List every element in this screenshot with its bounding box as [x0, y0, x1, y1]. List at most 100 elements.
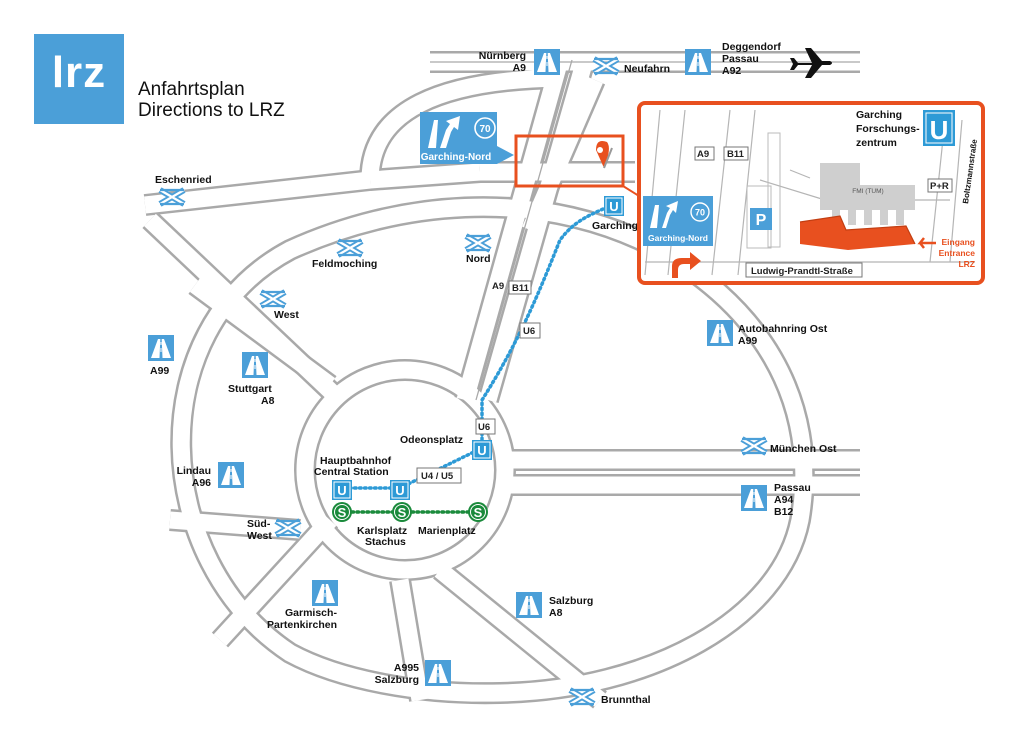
svg-text:Salzburg: Salzburg — [375, 674, 419, 686]
svg-text:München Ost: München Ost — [770, 443, 837, 455]
ubahn-u6-line — [340, 203, 614, 490]
motorway-salzburg-a8: Salzburg A8 — [516, 592, 593, 619]
motorway-lindau: Lindau A96 — [177, 462, 244, 489]
svg-text:West: West — [274, 309, 299, 321]
svg-text:A94: A94 — [774, 494, 793, 506]
inset-turn-arrow-icon — [672, 252, 701, 278]
interchange-sued-west: Süd- West — [247, 518, 300, 542]
lrz-logo-text: lrz — [51, 48, 107, 97]
svg-text:Karlsplatz: Karlsplatz — [357, 525, 407, 537]
motorway-passau: Passau A94 B12 — [741, 482, 811, 518]
svg-text:Hauptbahnhof: Hauptbahnhof — [320, 455, 392, 467]
station-karlsplatz-u: U — [390, 480, 410, 500]
svg-text:U4 / U5: U4 / U5 — [421, 471, 454, 482]
motorway-a995: A995 Salzburg — [375, 660, 451, 686]
svg-text:Garching: Garching — [856, 109, 902, 121]
svg-text:A8: A8 — [549, 607, 563, 619]
inset-entrance-label: Eingang Entrance LRZ — [939, 237, 976, 269]
svg-text:Autobahnring Ost: Autobahnring Ost — [738, 323, 828, 335]
interchange-neufahrn: Neufahrn — [594, 59, 670, 75]
svg-text:P: P — [756, 212, 767, 229]
road-network-fill — [144, 53, 860, 707]
svg-text:U: U — [395, 483, 404, 498]
svg-text:B12: B12 — [774, 506, 793, 518]
svg-text:A92: A92 — [722, 65, 741, 77]
svg-text:Odeonsplatz: Odeonsplatz — [400, 434, 463, 446]
svg-text:Passau: Passau — [722, 53, 759, 65]
title-english: Directions to LRZ — [138, 100, 285, 121]
interchange-west: West — [261, 292, 299, 321]
station-karlsplatz-s: S Karlsplatz Stachus — [357, 502, 412, 548]
svg-text:Neufahrn: Neufahrn — [624, 63, 670, 75]
location-pin-icon — [596, 141, 613, 169]
svg-text:A8: A8 — [261, 395, 275, 407]
location-highlight-box — [514, 134, 640, 197]
motorway-nuernberg: Nürnberg A9 — [479, 49, 560, 75]
svg-text:Eingang: Eingang — [941, 237, 975, 247]
svg-text:Nürnberg: Nürnberg — [479, 50, 526, 62]
exit-garching-nord: 70 Garching-Nord — [420, 112, 514, 164]
svg-text:zentrum: zentrum — [856, 137, 897, 149]
svg-text:Stuttgart: Stuttgart — [228, 383, 272, 395]
page-title: Anfahrtsplan Directions to LRZ — [138, 79, 285, 121]
svg-text:Eschenried: Eschenried — [155, 174, 212, 186]
title-german: Anfahrtsplan — [138, 79, 245, 100]
svg-text:B11: B11 — [512, 283, 530, 294]
motorway-autobahnring-ost: Autobahnring Ost A99 — [707, 320, 828, 347]
inset-exit-sign: 70 Garching-Nord — [643, 196, 713, 246]
svg-text:Central Station: Central Station — [314, 466, 389, 478]
interchange-nord: Nord — [466, 236, 491, 265]
svg-text:West: West — [247, 530, 272, 542]
airplane-icon — [790, 48, 832, 78]
station-hauptbahnhof-u: U Hauptbahnhof Central Station — [314, 455, 392, 500]
svg-text:Garmisch-: Garmisch- — [285, 607, 337, 619]
svg-text:Stachus: Stachus — [365, 536, 406, 548]
tag-a9: A9 — [492, 281, 504, 292]
svg-text:Feldmoching: Feldmoching — [312, 258, 377, 270]
lrz-logo: lrz — [34, 34, 124, 124]
tag-b11: B11 — [508, 280, 532, 295]
svg-text:Forschungs-: Forschungs- — [856, 123, 920, 135]
station-marienplatz-s: S Marienplatz — [418, 502, 488, 537]
svg-text:70: 70 — [479, 124, 491, 135]
tag-u4-u5: U4 / U5 — [416, 467, 462, 484]
svg-text:Partenkirchen: Partenkirchen — [267, 619, 337, 631]
interchange-feldmoching: Feldmoching — [312, 241, 377, 270]
svg-text:A9: A9 — [513, 62, 527, 74]
inset-park-ride-tag: P+R — [927, 178, 953, 193]
tag-u6-odeon: U6 — [475, 418, 496, 435]
svg-text:A9: A9 — [492, 281, 504, 292]
svg-text:Ludwig-Prandtl-Straße: Ludwig-Prandtl-Straße — [751, 266, 853, 277]
svg-text:Lindau: Lindau — [177, 465, 211, 477]
svg-text:Entrance: Entrance — [939, 248, 976, 258]
svg-text:S: S — [474, 505, 483, 520]
svg-text:Nord: Nord — [466, 253, 491, 265]
svg-text:U: U — [609, 199, 618, 214]
inset-tag-a9: A9 — [694, 146, 715, 161]
svg-text:Garching: Garching — [592, 220, 638, 232]
svg-text:U6: U6 — [478, 422, 490, 433]
svg-text:A99: A99 — [150, 365, 169, 377]
svg-text:S: S — [338, 505, 347, 520]
svg-text:Brunnthal: Brunnthal — [601, 694, 651, 706]
motorway-a99-west: A99 — [148, 335, 174, 377]
svg-text:A99: A99 — [738, 335, 757, 347]
svg-text:A9: A9 — [697, 149, 709, 160]
svg-text:Garching-Nord: Garching-Nord — [421, 152, 492, 163]
svg-text:U: U — [930, 115, 949, 145]
motorway-stuttgart: Stuttgart A8 — [228, 352, 275, 407]
svg-text:Süd-: Süd- — [247, 518, 271, 530]
svg-text:A96: A96 — [192, 477, 211, 489]
inset-tag-b11: B11 — [723, 146, 749, 161]
svg-text:Salzburg: Salzburg — [549, 595, 593, 607]
svg-text:Garching-Nord: Garching-Nord — [648, 233, 708, 243]
svg-text:Marienplatz: Marienplatz — [418, 525, 476, 537]
motorway-garmisch: Garmisch- Partenkirchen — [267, 580, 338, 631]
svg-text:LRZ: LRZ — [958, 259, 975, 269]
inset-garching-map: FMI (TUM) Garching Forschungs- zentrum U… — [637, 101, 985, 285]
svg-text:U: U — [477, 443, 486, 458]
station-garching: U Garching — [592, 196, 638, 232]
svg-text:A995: A995 — [394, 662, 419, 674]
interchange-eschenried: Eschenried — [155, 174, 212, 204]
